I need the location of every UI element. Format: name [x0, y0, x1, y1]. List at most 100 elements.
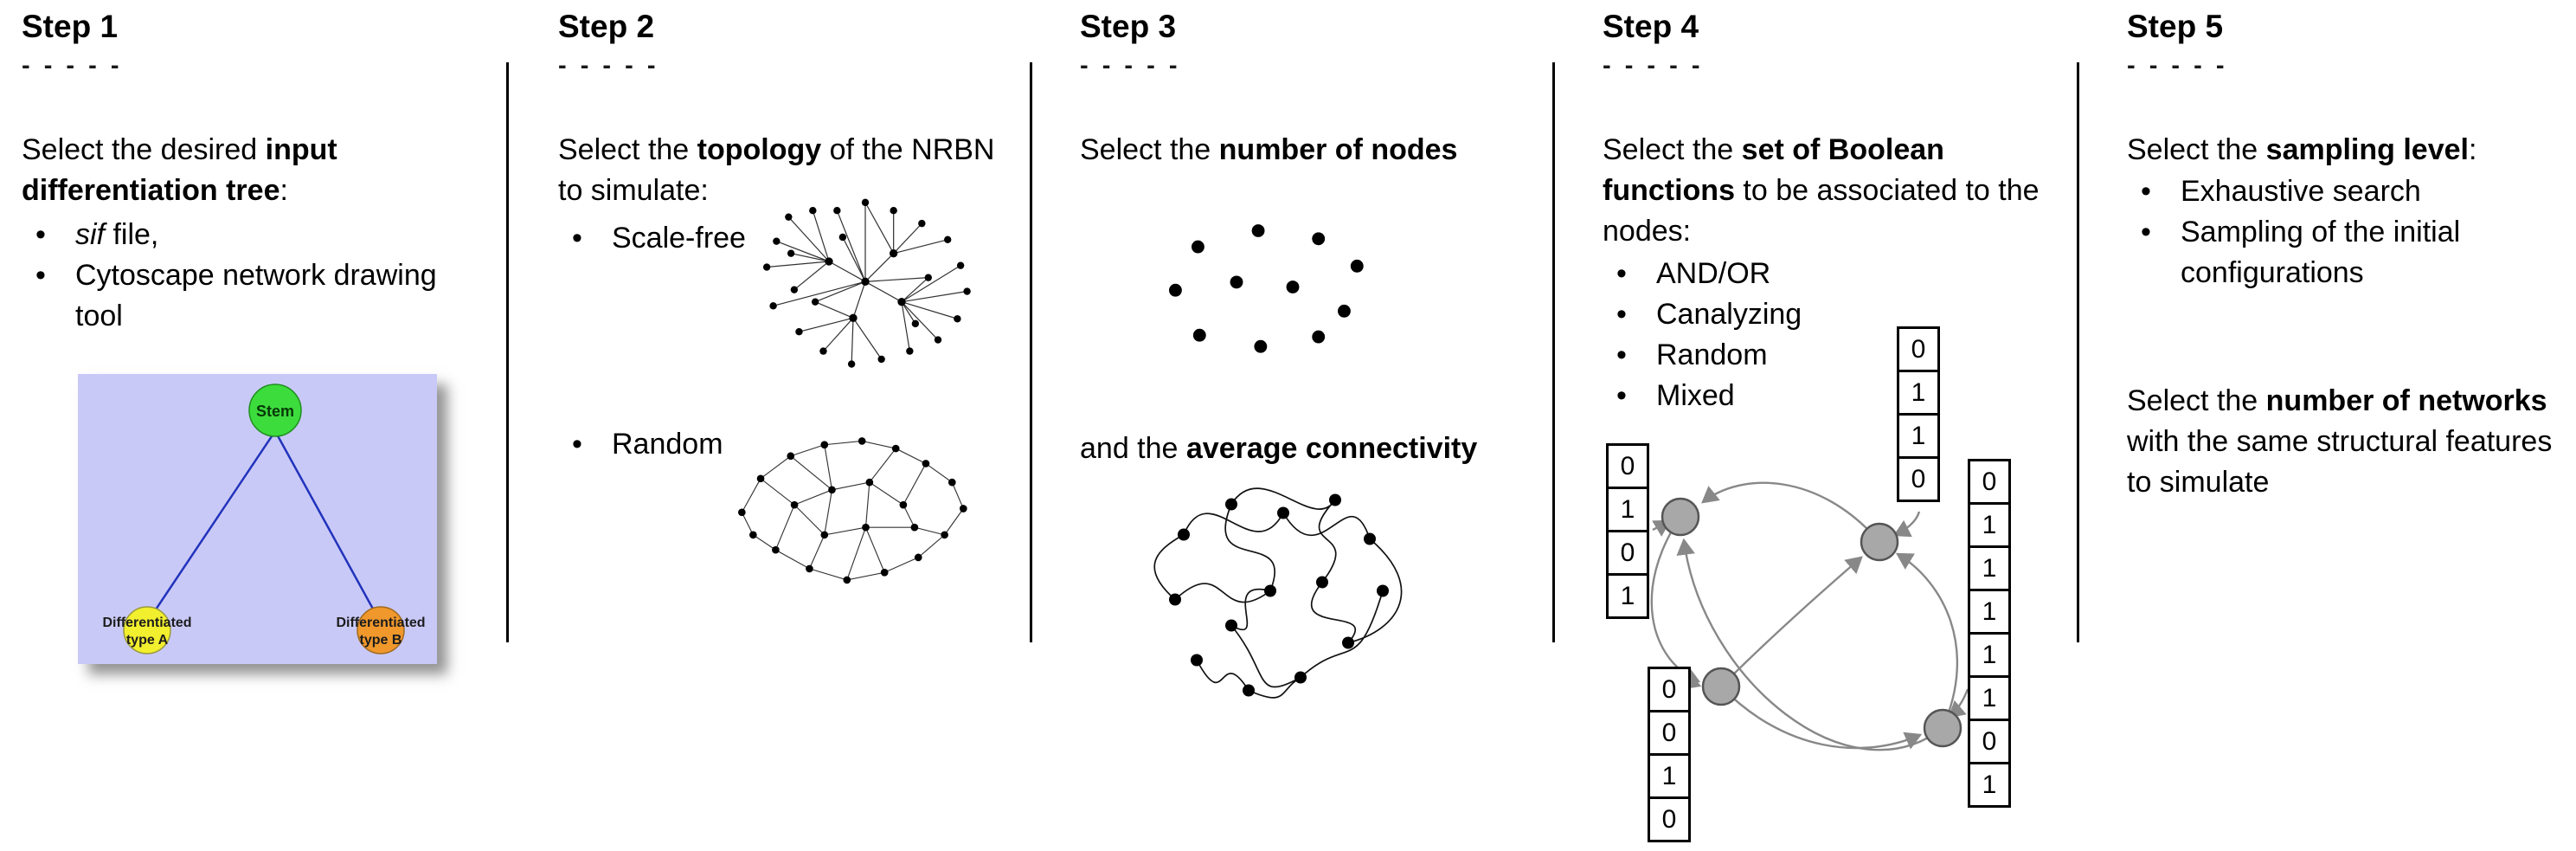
- step1-options-list: sif file, Cytoscape network drawing tool: [22, 215, 480, 337]
- boolean-network-nodes: [1661, 497, 1963, 748]
- desc-bold: number of nodes: [1218, 133, 1458, 166]
- curved-edges: [1153, 487, 1403, 699]
- type-a-label-line2: type A: [126, 633, 169, 648]
- desc-bold: topology: [697, 133, 822, 166]
- bullet-text: AND/OR: [1656, 257, 1771, 290]
- bullet-text: Exhaustive search: [2181, 175, 2421, 208]
- type-b-node: [357, 606, 405, 654]
- bullet-text: Cytoscape network drawing tool: [75, 259, 437, 332]
- step-5-column: Step 5 - - - - - Select the sampling lev…: [2127, 0, 2573, 851]
- gene-node-c: [1701, 667, 1741, 706]
- column-divider: [1552, 62, 1555, 642]
- step-description: Select the topology of the NRBN to simul…: [558, 130, 1008, 211]
- truth-table-bottom: 0 0 1 0: [1648, 667, 1691, 842]
- step-2-column: Step 2 - - - - - Select the topology of …: [558, 0, 1025, 851]
- step-4-column: Step 4 - - - - - Select the set of Boole…: [1603, 0, 2074, 851]
- step-title: Step 1: [22, 9, 119, 44]
- desc-bold: number of networks: [2265, 384, 2547, 417]
- step-title: Step 5: [2127, 9, 2224, 44]
- random-network-nodes: [738, 437, 967, 584]
- desc-pre: Select the desired: [22, 133, 266, 166]
- gene-node-a: [1661, 497, 1700, 537]
- type-a-label-line1: Differentiated: [102, 616, 191, 630]
- connectivity-network-illustration: [1153, 487, 1403, 699]
- truth-table-cell: 0: [1606, 443, 1649, 489]
- list-item: Random: [558, 424, 818, 465]
- dashed-separator: - - - - -: [558, 52, 659, 80]
- bullet-text: Sampling of the initial configurations: [2181, 216, 2461, 289]
- scale-free-network-illustration: [762, 198, 971, 368]
- step-description: Select the desired input differentiation…: [22, 130, 476, 211]
- truth-table-cell: 1: [1968, 675, 2011, 721]
- nodes-dots-illustration: [1169, 224, 1364, 353]
- step-description: Select the sampling level:: [2127, 130, 2573, 171]
- list-item: Mixed: [1603, 376, 1949, 416]
- step-description-2: and the average connectivity: [1080, 429, 1547, 469]
- desc-bold: input differentiation tree: [22, 133, 337, 207]
- desc-pre: Select the: [2127, 133, 2266, 166]
- truth-table-cell: 1: [1968, 545, 2011, 591]
- boolean-network-illustration: [1650, 481, 1969, 751]
- list-item: Cytoscape network drawing tool: [22, 255, 480, 337]
- differentiation-tree-illustration: Stem Differentiated type A Differentiate…: [78, 374, 437, 664]
- boolean-function-options: AND/OR Canalyzing Random Mixed: [1603, 254, 1949, 416]
- stem-node-label: Stem: [256, 403, 294, 420]
- sampling-options-list: Exhaustive search Sampling of the initia…: [2127, 171, 2534, 293]
- random-network-illustration: [738, 437, 967, 584]
- step-3-column: Step 3 - - - - - Select the number of no…: [1080, 0, 1547, 851]
- connectivity-nodes: [1169, 493, 1389, 697]
- truth-table-cell: 1: [1897, 413, 1940, 459]
- truth-table-right: 0 1 1 1 1 1 0 1: [1968, 459, 2011, 808]
- truth-table-cell: 0: [1968, 459, 2011, 505]
- boolean-network-arrows: [1650, 481, 1969, 751]
- bullet-text: Canalyzing: [1656, 298, 1802, 331]
- truth-table-cell: 1: [1968, 589, 2011, 635]
- truth-table-cell: 1: [1648, 753, 1691, 799]
- list-item: Scale-free: [558, 218, 818, 259]
- desc-post: of the NRBN to simulate:: [558, 133, 995, 207]
- truth-table-cell: 1: [1606, 487, 1649, 532]
- differentiation-tree-svg: Stem Differentiated type A Differentiate…: [78, 374, 437, 664]
- desc-bold: average connectivity: [1185, 432, 1478, 465]
- bullet-text: Random: [1656, 338, 1768, 371]
- dashed-separator: - - - - -: [1603, 52, 1704, 80]
- list-item: Random: [1603, 335, 1949, 376]
- truth-table-cell: 0: [1897, 326, 1940, 372]
- step-1-column: Step 1 - - - - - Select the desired inpu…: [22, 0, 493, 851]
- step-description-2: Select the number of networks with the s…: [2127, 381, 2573, 503]
- dashed-separator: - - - - -: [22, 52, 123, 80]
- desc-bold: sampling level: [2265, 133, 2469, 166]
- desc-pre: and the: [1080, 432, 1186, 465]
- tree-edge-right: [273, 430, 381, 621]
- desc-pre: Select the: [1603, 133, 1742, 166]
- bullet-text: Random: [612, 428, 723, 461]
- step-description: Select the set of Boolean functions to b…: [1603, 130, 2052, 252]
- bullet-text: Scale-free: [612, 222, 746, 255]
- desc-post: :: [2468, 133, 2477, 166]
- step-title: Step 3: [1080, 9, 1177, 44]
- truth-table-cell: 1: [1897, 370, 1940, 416]
- truth-table-cell: 1: [1968, 632, 2011, 678]
- column-divider: [506, 62, 509, 642]
- dots: [1169, 224, 1364, 353]
- desc-pre: Select the: [2127, 384, 2266, 417]
- truth-table-top: 0 1 1 0: [1897, 326, 1940, 502]
- dashed-separator: - - - - -: [2127, 52, 2228, 80]
- bullet-text: file,: [105, 218, 159, 251]
- scale-free-edges: [767, 202, 967, 364]
- truth-table-cell: 1: [1968, 762, 2011, 808]
- scale-free-nodes: [762, 198, 971, 368]
- topology-option-scale-free: Scale-free: [558, 218, 818, 259]
- desc-pre: Select the: [558, 133, 697, 166]
- truth-table-cell: 0: [1648, 710, 1691, 756]
- list-item: AND/OR: [1603, 254, 1949, 294]
- list-item: sif file,: [22, 215, 480, 255]
- step-title: Step 4: [1603, 9, 1699, 44]
- bullet-italic-text: sif: [75, 218, 105, 251]
- tree-edge-left: [147, 430, 277, 621]
- topology-option-random: Random: [558, 424, 818, 465]
- truth-table-cell: 0: [1648, 667, 1691, 712]
- truth-table-cell: 0: [1897, 456, 1940, 502]
- gene-node-b: [1860, 522, 1899, 562]
